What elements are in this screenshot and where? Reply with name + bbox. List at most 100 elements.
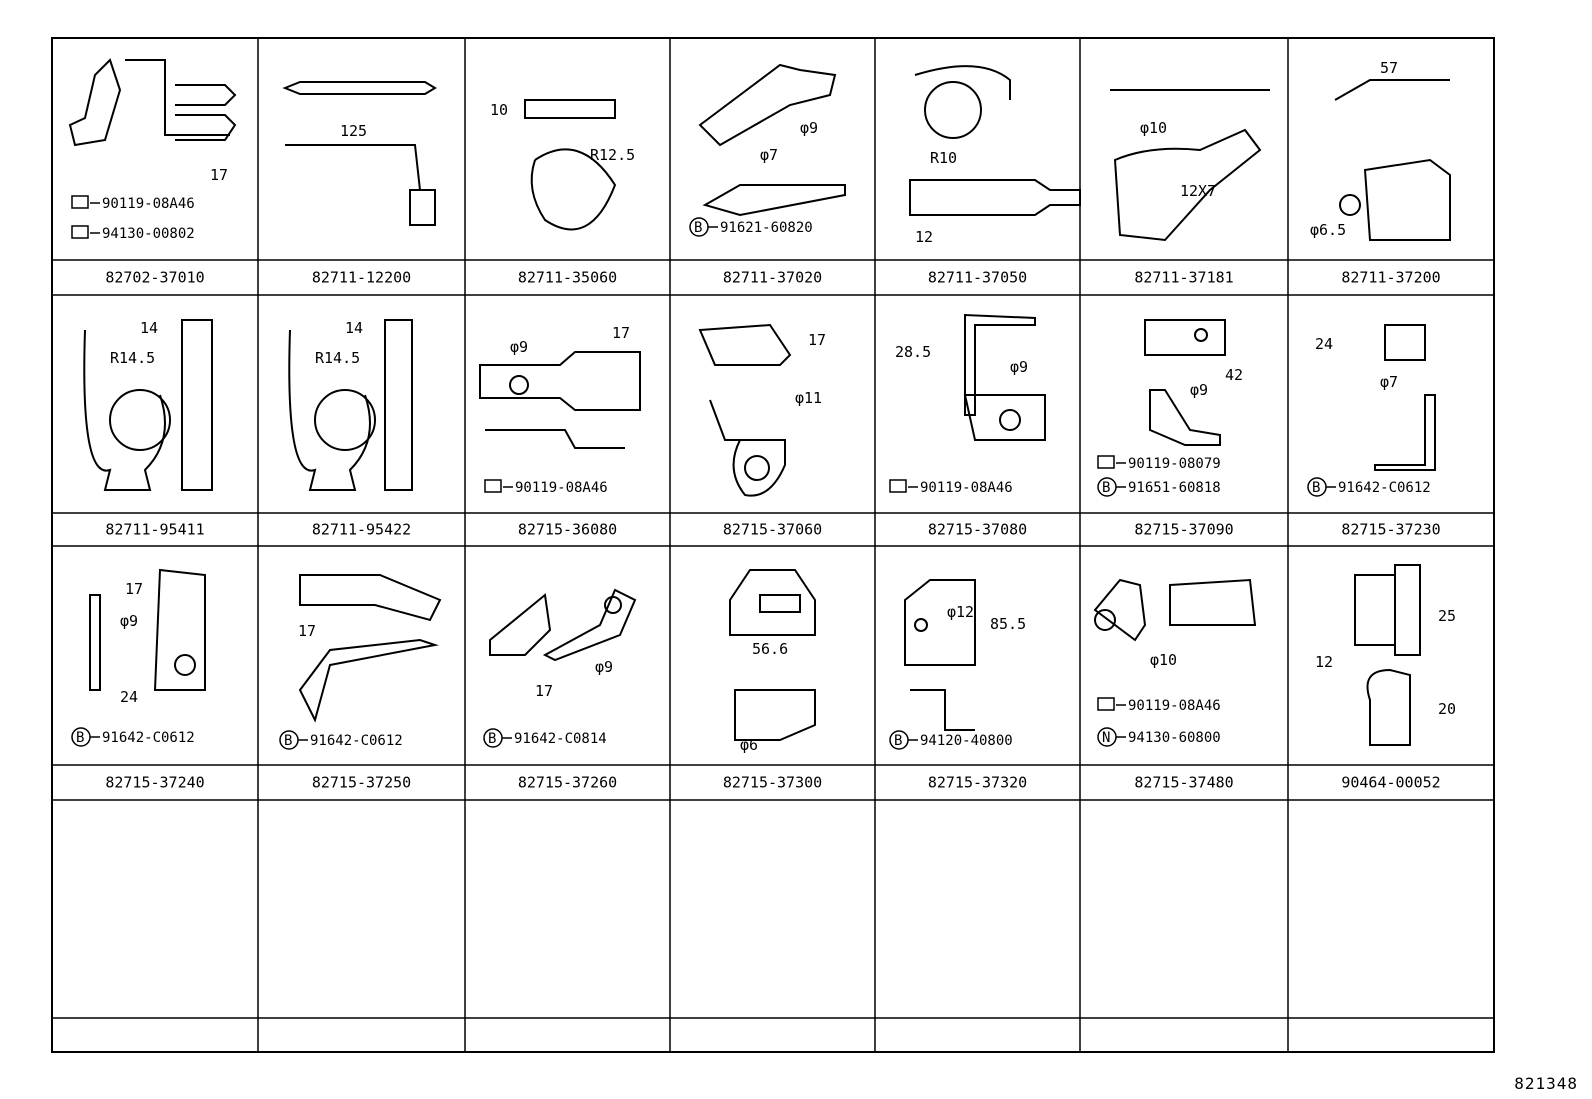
- dimension-label: φ10: [1140, 119, 1167, 137]
- part-sketch: [524, 99, 617, 231]
- part-sketch: [729, 569, 816, 741]
- dimension-label: 42: [1225, 366, 1243, 384]
- badge-letter: B: [76, 730, 84, 746]
- sketch-line: [125, 59, 230, 136]
- part-number: 82715-36080: [518, 521, 617, 539]
- sketch-line: [1374, 394, 1436, 471]
- reference-label: 94130-00802: [71, 225, 195, 242]
- dimension-label: φ9: [595, 658, 613, 676]
- dimension-label: φ7: [760, 146, 778, 164]
- sketch-line: [524, 99, 616, 119]
- sketch-line: [1394, 564, 1421, 656]
- part-number: 82715-37230: [1341, 521, 1440, 539]
- sketch-line: [999, 409, 1022, 431]
- dimension-label: 10: [490, 101, 508, 119]
- sketch-line: [904, 579, 976, 666]
- reference-label: B 91642-C0814: [483, 728, 607, 748]
- part-number: 82711-35060: [518, 269, 617, 287]
- sketch-line: [542, 588, 637, 662]
- reference-label: 90119-08A46: [1097, 697, 1221, 714]
- dimension-label: φ9: [800, 119, 818, 137]
- dimension-label: 56.6: [752, 640, 788, 658]
- dimension-label: 14: [140, 319, 158, 337]
- reference-label: 90119-08A46: [889, 479, 1013, 496]
- sketch-line: [1363, 158, 1451, 241]
- dimension-label: 125: [340, 122, 367, 140]
- reference-part-number: 91642-C0612: [310, 733, 403, 749]
- badge-letter: N: [1102, 730, 1110, 746]
- sketch-line: [1144, 319, 1226, 356]
- part-cell: 17 φ9B 91642-C0814 82715-37260: [483, 588, 637, 792]
- part-sketch: [479, 351, 641, 449]
- sketch-line: [285, 144, 421, 191]
- dimension-label: 57: [1380, 59, 1398, 77]
- dimension-label: φ6.5: [1310, 221, 1346, 239]
- sketch-line: [314, 389, 377, 451]
- dimension-label: 25: [1438, 607, 1456, 625]
- part-number: 82715-37080: [928, 521, 1027, 539]
- part-number: 82711-37020: [723, 269, 822, 287]
- dimension-label: 20: [1438, 700, 1456, 718]
- dimension-label: 17: [535, 682, 553, 700]
- sketch-line: [1366, 668, 1411, 746]
- reference-part-number: 91642-C0814: [514, 731, 607, 747]
- reference-part-number: 94130-00802: [102, 226, 195, 242]
- dimension-label: φ9: [120, 612, 138, 630]
- badge-letter: B: [488, 731, 496, 747]
- dimension-label: φ10: [1150, 651, 1177, 669]
- sketch-line: [1354, 574, 1396, 646]
- dimension-label: 17: [612, 324, 630, 342]
- reference-part-number: 90119-08A46: [1128, 698, 1221, 714]
- sketch-line: [174, 654, 197, 676]
- reference-label: 90119-08079: [1097, 455, 1221, 472]
- sketch-line: [1339, 194, 1362, 216]
- sketch-line: [83, 329, 166, 491]
- sketch-line: [604, 596, 623, 614]
- part-number: 82715-37090: [1134, 521, 1233, 539]
- sketch-line: [759, 594, 801, 613]
- sketch-line: [1094, 609, 1117, 631]
- dimension-label: φ12: [947, 603, 974, 621]
- sketch-line: [282, 81, 437, 95]
- part-number: 82715-37260: [518, 774, 617, 792]
- reference-part-number: 94120-40800: [920, 733, 1013, 749]
- reference-label: 90119-08A46: [484, 479, 608, 496]
- part-number: 82711-37050: [928, 269, 1027, 287]
- table-grid: [51, 37, 1495, 1053]
- sketch-line: [384, 319, 413, 491]
- dimension-label: φ9: [1190, 381, 1208, 399]
- sketch-line: [698, 63, 837, 147]
- sketch-line: [1149, 389, 1221, 446]
- part-sketch: [1374, 324, 1436, 471]
- part-sketch: [1144, 319, 1226, 446]
- fastener-icon: [889, 479, 907, 493]
- sketch-line: [489, 593, 552, 656]
- sketch-line: [1169, 578, 1257, 626]
- sketch-line: [89, 594, 101, 691]
- part-sketch: [83, 319, 213, 491]
- part-sketch: [698, 63, 846, 217]
- dimension-label: R14.5: [110, 349, 155, 367]
- reference-label: B 91642-C0612: [71, 727, 195, 747]
- dimension-label: 17: [298, 622, 316, 640]
- dimension-label: 24: [1315, 335, 1333, 353]
- reference-part-number: 91642-C0612: [102, 730, 195, 746]
- sketch-line: [409, 189, 436, 226]
- sketch-line: [910, 689, 975, 731]
- sketch-line: [914, 618, 929, 632]
- fastener-icon: [71, 195, 89, 209]
